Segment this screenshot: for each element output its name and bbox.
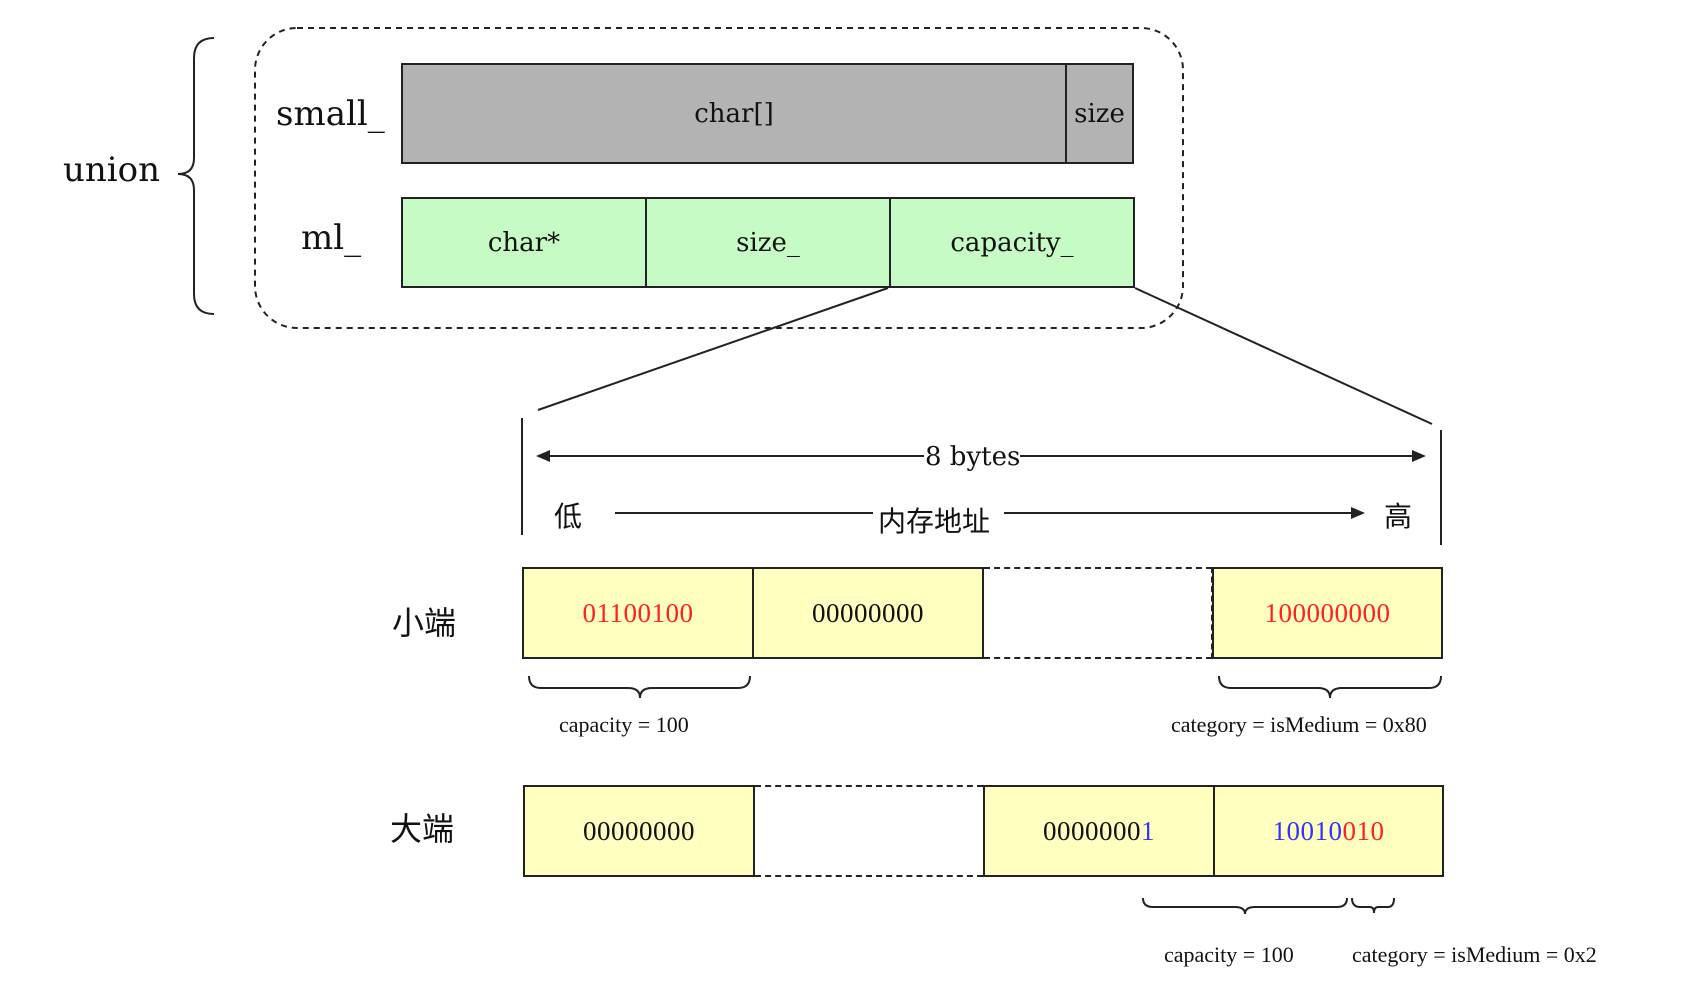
little-category-note: category = isMedium = 0x80: [1171, 712, 1427, 737]
small-label: small_: [276, 94, 385, 134]
little-cat-brace: [1218, 675, 1442, 699]
bytes-label: 8 bytes: [925, 442, 1021, 472]
little-byte-1: 01100100: [522, 567, 754, 659]
small-size-cell: size: [1065, 63, 1134, 164]
ml-char-ptr-text: char*: [487, 227, 561, 258]
union-container: [254, 27, 1184, 329]
ml-size-cell: size_: [645, 197, 891, 288]
big-endian-label: 大端: [390, 810, 455, 848]
big-byte-1-text: 00000000: [583, 815, 695, 846]
bytes-arrowhead-left: [536, 450, 550, 462]
big-category-note: category = isMedium = 0x2: [1352, 942, 1597, 967]
little-byte-last: 100000000: [1212, 567, 1443, 659]
small-size-text: size: [1074, 98, 1125, 129]
zoom-line-left: [537, 287, 889, 411]
big-byte-gap: [755, 785, 983, 877]
big-byte-last-text-red: 010: [1342, 815, 1385, 846]
ml-label: ml_: [301, 218, 362, 258]
little-byte-gap: [984, 567, 1212, 659]
zoom-line-right: [1134, 287, 1433, 425]
big-cat-brace: [1351, 897, 1395, 914]
ml-char-ptr-cell: char*: [401, 197, 647, 288]
high-label: 高: [1384, 500, 1413, 533]
big-byte-1: 00000000: [523, 785, 755, 877]
low-label: 低: [554, 500, 583, 533]
little-byte-last-text: 100000000: [1264, 597, 1391, 628]
little-gap-left-edge: [982, 567, 984, 659]
union-label: union: [63, 150, 161, 190]
big-byte-last-text-blue: 10010: [1272, 815, 1343, 846]
big-capacity-note: capacity = 100: [1164, 942, 1294, 967]
little-capacity-note: capacity = 100: [559, 712, 689, 737]
small-char-array-text: char[]: [694, 98, 774, 129]
small-char-array-cell: char[]: [401, 63, 1067, 164]
addr-label: 内存地址: [878, 505, 991, 538]
ml-capacity-text: capacity_: [950, 227, 1074, 258]
big-byte-3-text-blue: 1: [1141, 815, 1155, 846]
ml-size-text: size_: [736, 227, 800, 258]
addr-arrowhead: [1351, 507, 1365, 519]
little-byte-2-text: 00000000: [812, 597, 924, 628]
little-endian-label: 小端: [392, 604, 457, 642]
big-byte-3-text-black: 0000000: [1043, 815, 1141, 846]
bytes-arrowhead-right: [1412, 450, 1426, 462]
union-brace: [177, 37, 215, 315]
little-cap-brace: [528, 675, 751, 699]
ml-capacity-cell: capacity_: [889, 197, 1135, 288]
little-byte-2: 00000000: [752, 567, 984, 659]
little-byte-1-text: 01100100: [582, 597, 694, 628]
big-cap-brace: [1142, 897, 1348, 915]
